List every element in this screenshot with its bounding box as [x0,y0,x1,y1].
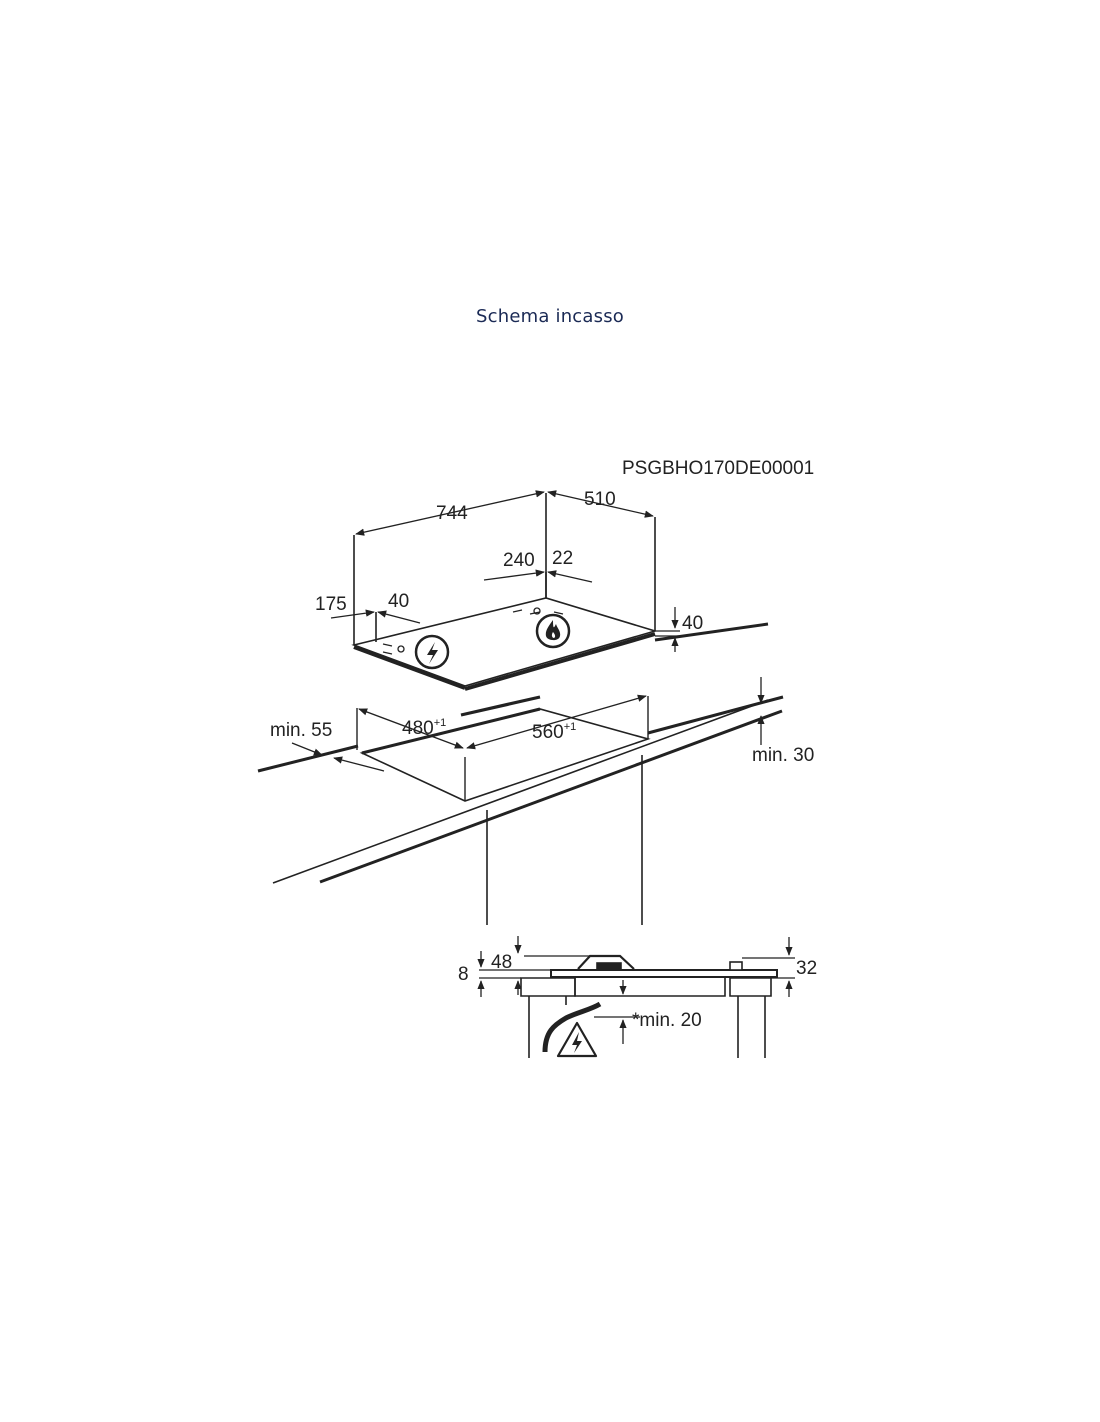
flame-circle-icon [535,613,571,649]
section-dimension-lines [477,936,793,1044]
drawing-code: PSGBHO170DE00001 [622,458,814,479]
dim-min-30: min. 30 [752,745,814,766]
cutout-dimension-lines [291,677,765,772]
dim-left-175: 175 [315,594,347,615]
dim-min-55: min. 55 [270,720,332,741]
hob-dimension-lines [330,490,680,652]
section-view [479,954,795,1058]
dim-cutout-560: 560+1 [532,721,576,743]
lightning-circle-icon [414,634,450,670]
dim-section-8: 8 [458,964,469,985]
electric-warning-triangle-icon [556,1021,598,1058]
dim-section-32: 32 [796,958,817,979]
dim-section-min-20: *min. 20 [632,1010,702,1031]
dim-depth-510: 510 [584,489,616,510]
dim-burner-240: 240 [503,550,535,571]
dim-burner-22: 22 [552,548,573,569]
dim-section-48: 48 [491,952,512,973]
dim-width-744: 744 [436,503,468,524]
dim-left-40: 40 [388,591,409,612]
page-title: Schema incasso [476,306,624,327]
cutout [356,695,651,802]
dim-cutout-480: 480+1 [402,717,446,739]
dim-thickness-40: 40 [682,613,703,634]
